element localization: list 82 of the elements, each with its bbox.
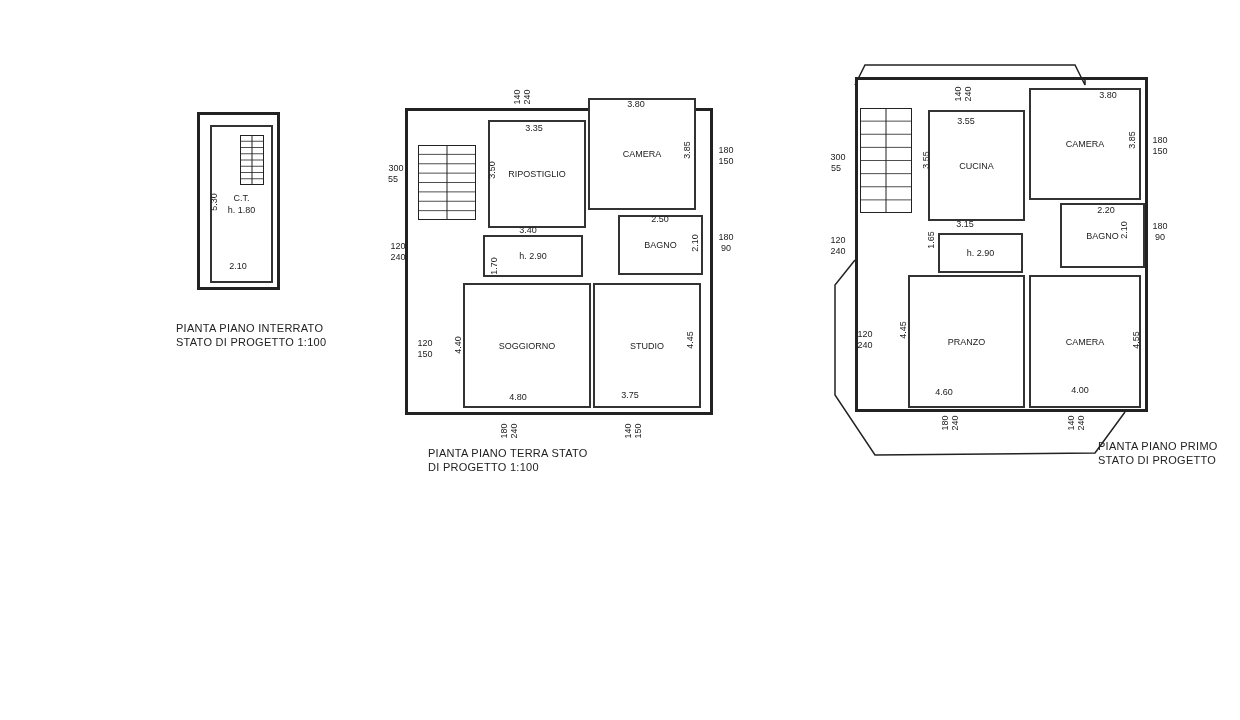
plan-caption: PIANTA PIANO TERRA STATO DI PROGETTO 1:100 [428,446,588,474]
dimension-label: 240 [830,246,846,256]
plan-caption: PIANTA PIANO PRIMO STATO DI PROGETTO [1098,439,1219,467]
room [1029,275,1141,408]
room-label: BAGNO [644,239,677,251]
room [483,235,583,277]
room [1060,203,1145,268]
dimension-label: 140 [623,423,633,439]
dimension-label: 240 [522,89,532,105]
room [1029,88,1141,200]
dimension-label: 55 [388,174,398,184]
dimension-label: 3.35 [525,123,543,133]
dimension-label: 3.80 [627,99,645,109]
dimension-label: 3.50 [487,161,497,179]
room-label: SOGGIORNO [498,339,556,352]
dimension-label: 240 [857,340,873,350]
dimension-label: 3.15 [956,219,974,229]
dimension-label: 180 [718,232,734,242]
dimension-label: 3.75 [621,390,639,400]
room-label: CAMERA [622,148,662,160]
room-label: C.T. [233,192,250,204]
room-label: RIPOSTIGLIO [508,168,566,180]
dimension-label: 4.00 [1071,385,1089,395]
room [463,283,591,408]
dimension-label: 140 [512,89,522,105]
dimension-label: 120 [417,338,433,348]
dimension-label: 150 [718,156,734,166]
dimension-label: 90 [1155,232,1165,242]
dimension-label: 3.55 [957,116,975,126]
dimension-label: 3.40 [519,225,537,235]
dimension-label: 120 [390,241,406,251]
dimension-label: 150 [633,423,643,439]
room-label: h. 2.90 [519,250,547,262]
room-label: h. 1.80 [227,204,256,216]
dimension-label: 4.55 [1131,331,1141,349]
room-label: STUDIO [630,339,664,352]
room-label: h. 2.90 [966,247,995,259]
dimension-label: 3.85 [1127,131,1137,149]
dimension-label: 3.85 [682,141,692,159]
dimension-label: 2.50 [651,214,669,224]
plan-caption: PIANTA PIANO INTERRATO STATO DI PROGETTO 1:100 [176,321,328,349]
dimension-label: 180 [718,145,734,155]
dimension-label: 150 [1152,146,1168,156]
dimension-label: 5.30 [209,193,219,211]
dimension-label: 2.10 [229,261,247,271]
dimension-label: 150 [417,349,433,359]
room-label: CUCINA [959,159,994,172]
dimension-label: 2.10 [1119,221,1129,239]
dimension-label: 240 [509,423,519,439]
room-label: CAMERA [1065,138,1105,150]
room-label: BAGNO [1086,229,1119,242]
dimension-label: 180 [1152,135,1168,145]
dimension-label: 4.45 [685,331,695,349]
dimension-label: 180 [499,423,509,439]
dimension-label: 55 [831,163,841,173]
dimension-label: 120 [830,235,846,245]
dimension-label: 300 [830,152,846,162]
dimension-label: 300 [388,163,404,173]
dimension-label: 4.80 [509,392,527,402]
dimension-label: 180 [1152,221,1168,231]
dimension-label: 3.80 [1099,90,1117,100]
room [618,215,703,275]
dimension-label: 240 [963,86,973,102]
room [210,125,273,283]
dimension-label: 4.60 [935,387,953,397]
room [928,110,1025,221]
room-label: CAMERA [1065,335,1105,348]
room-label: PRANZO [947,335,986,348]
dimension-label: 140 [953,86,963,102]
room [588,98,696,210]
dimension-label: 2.20 [1097,205,1115,215]
dimension-label: 1.65 [926,231,936,249]
dimension-label: 3.55 [921,151,931,169]
room [908,275,1025,408]
room [938,233,1023,273]
room [488,120,586,228]
dimension-label: 2.10 [690,234,700,252]
dimension-label: 240 [390,252,406,262]
room [593,283,701,408]
dimension-label: 1.70 [489,257,499,275]
dimension-label: 90 [721,243,731,253]
dimension-label: 120 [857,329,873,339]
